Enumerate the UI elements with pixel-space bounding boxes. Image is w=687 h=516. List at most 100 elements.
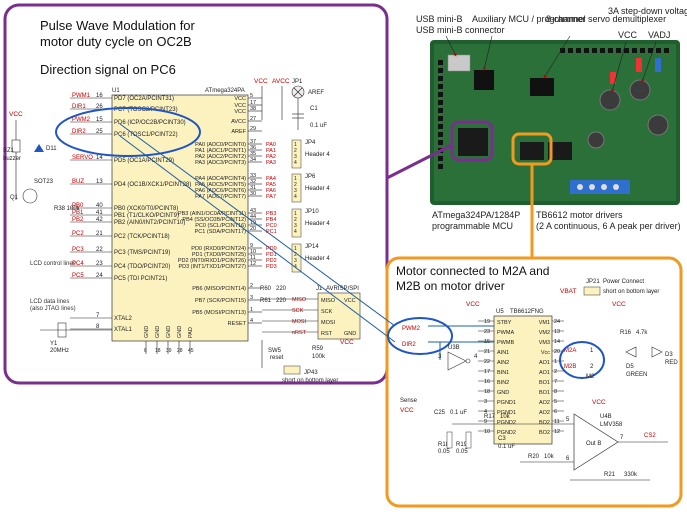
u5-right-pin-num: 2 [554, 369, 557, 375]
mcu-left-net: PC5 [72, 273, 84, 279]
jp43-box [283, 365, 301, 375]
mcu-left-pin-name: PB2 (AIN0/INT2/PCINT10) [114, 220, 185, 226]
u5-left-pin-name: AIN1 [497, 350, 509, 356]
board-header-pin [438, 116, 443, 121]
mcu-left-net: PB1 [72, 210, 84, 216]
u5-left-pin-num: 16 [484, 379, 490, 385]
mcu-right-pin-name: RESET [228, 321, 247, 327]
m2b-net: M2B [564, 364, 576, 370]
mcu-right-pin-name: PD1 (TXD0/PCINT25) [192, 252, 246, 258]
mcu-right-pin-num: 27 [250, 116, 256, 122]
direction-text: Direction signal on PC6 [40, 62, 176, 77]
mcu-right-pin-num: 31 [250, 185, 256, 191]
right-title-line2: M2B on motor driver [396, 279, 505, 293]
board-header-pin [632, 48, 637, 53]
u5-right-pin-name: Vcc [541, 350, 550, 356]
u5-left-pin-name: PGND2 [497, 430, 516, 436]
r21-label: R21 [604, 472, 616, 478]
mcu-left-pin-name: PD6 (ICP/OC2B/PCINT30) [114, 120, 186, 126]
board-header-pin [592, 48, 597, 53]
isp-name: AVRISP/SPI [326, 286, 359, 292]
mcu-right-pin-num: 10 [250, 249, 256, 255]
mcu-right-pin-name: PA0 (ADC0/PCINT0) [195, 142, 246, 148]
header-ref: JP10 [305, 209, 319, 215]
jp1-net: AREF [308, 90, 324, 96]
dir2-net: DIR2 [402, 342, 416, 348]
c25-value: 0.1 uF [450, 410, 467, 416]
jp21-label: JP21 [586, 279, 600, 285]
header-body [291, 208, 302, 238]
mcu-right-pin-num: 9 [250, 243, 253, 249]
u5-right-pin-name: VM1 [539, 320, 550, 326]
u5-ref: U5 [496, 309, 504, 315]
r18-label: R18 [438, 442, 450, 448]
mcu-gnd-pin: GND [177, 326, 183, 338]
mcu-gnd-num: 18 [155, 348, 161, 354]
d5-label: D5 [626, 364, 634, 370]
q1-label: Q1 [10, 195, 19, 201]
mcu-right-pin-name: PB7 (SCK/PCINT15) [195, 298, 246, 304]
mcu-right-pin-num: 3 [250, 295, 253, 301]
isp-pin: RST [321, 331, 333, 337]
mcu-left-pin-num: 26 [96, 104, 103, 110]
r16-value: 4.7k [636, 330, 648, 336]
board-drivers-2: (2 A continuous, 6 A peak per driver) [536, 221, 681, 231]
r19-body [465, 431, 472, 449]
d5-led [625, 346, 637, 358]
mcu-gnd-num: 39 [166, 348, 172, 354]
mcu-left-net: PB2 [72, 217, 84, 223]
header-body [291, 173, 302, 203]
c1-value: 0.1 uF [310, 123, 327, 129]
isp-net: MISO [292, 297, 307, 303]
u5-right-pin-num: 20 [554, 349, 560, 355]
mcu-right-pin-num: 44 [250, 214, 256, 220]
isp-pin-right: VCC [344, 298, 356, 304]
mcu-left-pin-name: PC6 (TOSC1/PCINT22) [114, 132, 178, 138]
isp-pin: SCK [321, 309, 333, 315]
d3-label: D3 [665, 352, 673, 358]
board-header-pin [624, 48, 629, 53]
u3b-num-out: 4 [474, 354, 478, 360]
mcu-gnd-pin: PAD [188, 327, 194, 338]
sense-label: Sense [400, 398, 418, 404]
header-body [291, 139, 302, 169]
header-net: PC0 [266, 223, 277, 229]
mcu-left-pin-num: 13 [96, 179, 103, 185]
r16-label: R16 [620, 330, 632, 336]
mcu-right-pin-num: 4 [250, 318, 253, 324]
mcu-left-pin-name: PC7 (TOSC2/PCINT23) [114, 107, 178, 113]
mcu-left-net: PWM2 [72, 117, 91, 123]
board-vadj-label: VADJ [648, 30, 670, 40]
vcc-sense: VCC [400, 407, 414, 414]
r18-value: 0.05 [438, 449, 450, 455]
header-pin-num: 3 [294, 188, 297, 194]
mcu-left-net: PC3 [72, 247, 84, 253]
board-header-pin [640, 48, 645, 53]
board-header-pin [438, 164, 443, 169]
mcu-left-pin-name: PD5 (OC1A/PCINT29) [114, 158, 174, 164]
mcu-left-net: BUZ [72, 179, 84, 185]
mcu-left-net: DIR1 [72, 104, 86, 110]
isp-pin: MISO [321, 298, 336, 304]
sot23-label: SOT23 [34, 179, 54, 185]
header-pin-num: 3 [294, 154, 297, 160]
mcu-left-pin-num: 7 [96, 313, 100, 319]
mcu-right-pin-name: PD2 (INT0/RXD1/PCINT26) [178, 258, 246, 264]
u3b-label: U3B [448, 345, 460, 351]
d5-sub: GREEN [626, 372, 647, 378]
mcu-right-pin-name: PA1 (ADC1/PCINT1) [195, 148, 246, 154]
purple-connector [386, 143, 453, 180]
mcu-left-pin-name: PB0 (XCK0/T0/PCINT8) [114, 206, 178, 212]
jp43-sub: short on bottom layer [282, 378, 338, 384]
header-pin-num: 3 [294, 258, 297, 264]
board-header-pin [616, 48, 621, 53]
header-net: PA3 [266, 160, 276, 166]
y1-label: Y1 [50, 341, 58, 347]
isp-ref: J1 [316, 286, 323, 292]
isp-net: SCK [292, 308, 304, 314]
usb-label-1: USB mini-B [416, 14, 463, 24]
